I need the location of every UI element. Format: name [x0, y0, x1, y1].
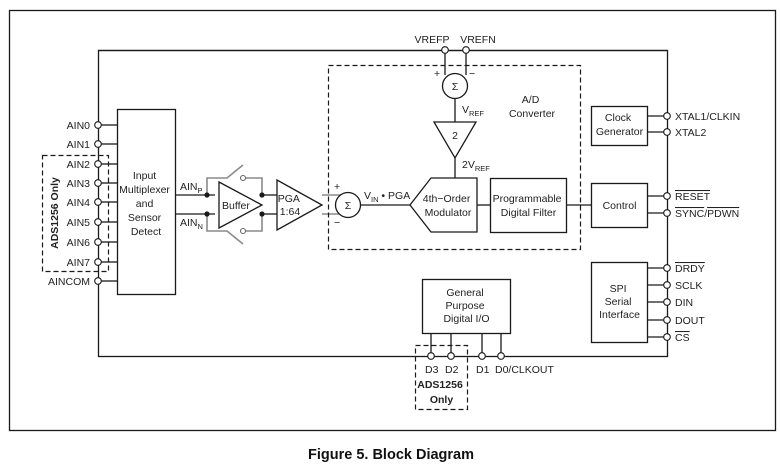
pin-cs — [663, 333, 671, 341]
ads1256-only-region — [41, 154, 110, 273]
gpio-label: General Purpose Digital I/O — [443, 287, 489, 325]
vrefp-pin — [441, 46, 449, 54]
vrefp-label: VREFP — [414, 34, 449, 46]
svg-text:+: + — [334, 181, 340, 193]
ainn-label: AINN — [180, 217, 203, 231]
buffer-amplifier — [218, 180, 264, 230]
2vref-label: 2VREF — [462, 159, 490, 173]
pin-din — [663, 298, 671, 306]
pin-label-d1: D1 — [476, 364, 490, 376]
pin-label-sclk: SCLK — [675, 280, 702, 292]
ainp-label: AINP — [180, 181, 203, 195]
svg-text:Σ: Σ — [452, 81, 459, 93]
pin-label-xtal2: XTAL2 — [675, 127, 706, 139]
pin-sync-pdwn — [663, 209, 671, 217]
control-label: Control — [603, 200, 637, 212]
pin-d1 — [478, 352, 486, 360]
figure-frame — [8, 9, 777, 432]
pin-label-d0-clkout: D0/CLKOUT — [495, 364, 555, 376]
clock-generator-block — [590, 105, 649, 147]
gpio-block — [421, 278, 512, 335]
pin-label-cs: CS — [675, 332, 690, 344]
pin-label-sync-pdwn: SYNC/PDWN — [675, 208, 739, 220]
pin-label-din: DIN — [675, 297, 693, 309]
pin-ain7 — [94, 258, 102, 266]
pin-xtal1-clkin — [663, 112, 671, 120]
pin-ain0 — [94, 121, 102, 129]
gpio-ads1256-only-region — [414, 344, 469, 411]
chip-outline — [97, 49, 669, 358]
pin-label-xtal1-clkin: XTAL1/CLKIN — [675, 111, 740, 123]
pin-label-d2: D2 — [445, 364, 459, 376]
bypass-switch-bottom — [206, 214, 244, 245]
pga-amplifier — [276, 178, 324, 232]
svg-text:−: − — [469, 68, 475, 80]
spi-label: SPI Serial Interface — [599, 283, 640, 321]
svg-text:+: + — [434, 68, 440, 80]
pin-sclk — [663, 281, 671, 289]
pin-label-ain1: AIN1 — [67, 139, 91, 151]
pin-label-reset: RESET — [675, 191, 711, 203]
gpio-pins: D3 D2 D1 D0/CLKOUT — [425, 333, 555, 376]
adc-title: A/D Converter — [509, 94, 556, 120]
pin-ain3 — [94, 179, 102, 187]
pin-ain4 — [94, 198, 102, 206]
digital-filter-label: Programmable Digital Filter — [493, 193, 565, 219]
pin-label-ain6: AIN6 — [67, 237, 91, 249]
pin-label-ain0: AIN0 — [67, 120, 91, 132]
svg-text:Σ: Σ — [345, 200, 352, 212]
pin-dout — [663, 316, 671, 324]
pin-label-dout: DOUT — [675, 315, 705, 327]
pin-label-ain7: AIN7 — [67, 257, 91, 269]
pin-ain5 — [94, 218, 102, 226]
modulator-label: 4th−Order Modulator — [423, 193, 474, 219]
pin-label-ain5: AIN5 — [67, 217, 91, 229]
vrefn-pin — [462, 46, 470, 54]
pin-d0-clkout — [497, 352, 505, 360]
pga-label: PGA 1:64 — [278, 193, 303, 218]
pin-xtal2 — [663, 128, 671, 136]
vref-label: VREF — [462, 104, 484, 118]
pin-label-aincom: AINCOM — [48, 276, 90, 288]
pin-ain2 — [94, 160, 102, 168]
pin-ain6 — [94, 238, 102, 246]
buffer-label: Buffer — [222, 200, 250, 212]
pin-reset — [663, 192, 671, 200]
adc-region — [327, 64, 582, 251]
svg-text:−: − — [334, 217, 340, 229]
control-block — [590, 182, 649, 229]
vrefn-label: VREFN — [460, 34, 496, 46]
bypass-switch-top — [206, 164, 244, 195]
pin-drdy — [663, 264, 671, 272]
figure-caption: Figure 5. Block Diagram — [308, 447, 474, 463]
pin-label-d3: D3 — [425, 364, 439, 376]
gpio-ads1256-only-label: ADS1256 Only — [417, 379, 465, 406]
svg-text:2: 2 — [452, 130, 458, 142]
clock-generator-label: Clock Generator — [596, 112, 644, 138]
ads1256-only-label: ADS1256 Only — [49, 177, 61, 249]
pin-d3 — [427, 352, 435, 360]
spi-block — [590, 261, 649, 344]
pin-label-ain3: AIN3 — [67, 178, 91, 190]
input-mux-label: Input Multiplexer and Sensor Detect — [119, 170, 173, 238]
pin-label-ain2: AIN2 — [67, 159, 91, 171]
vin-pga-label: VIN • PGA — [364, 190, 410, 204]
input-mux-block — [116, 108, 177, 296]
gain-2-amplifier — [432, 121, 478, 160]
modulator-block — [409, 177, 478, 233]
pin-label-ain4: AIN4 — [67, 197, 91, 209]
pin-ain1 — [94, 140, 102, 148]
digital-filter-block — [489, 177, 568, 234]
pin-aincom — [94, 277, 102, 285]
pin-d2 — [447, 352, 455, 360]
pin-label-drdy: DRDY — [675, 263, 705, 275]
